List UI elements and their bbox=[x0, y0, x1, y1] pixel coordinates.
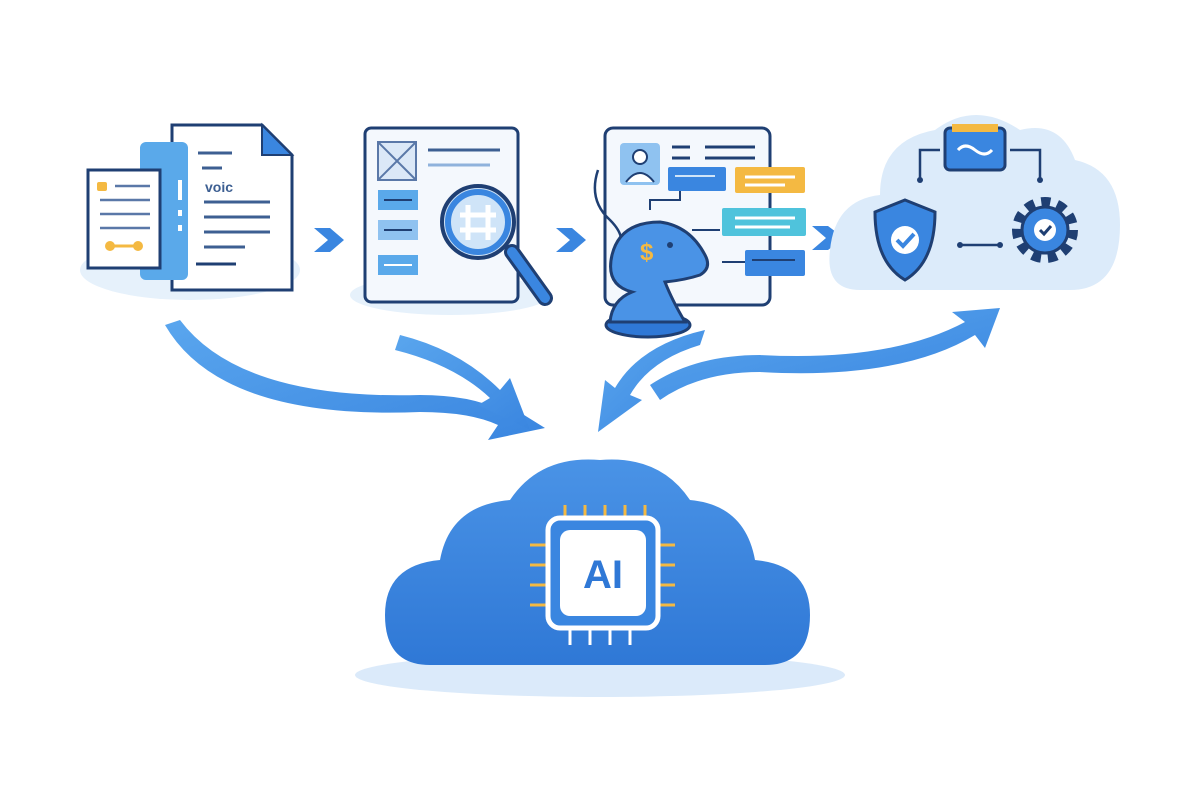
chess-knight-icon: $ bbox=[604, 220, 710, 339]
ai-label: AI bbox=[583, 553, 623, 597]
documents-icon: voic bbox=[80, 122, 300, 300]
ai-chip-icon: AI bbox=[530, 505, 675, 645]
invoice-text: voic bbox=[205, 179, 233, 195]
shield-check-icon bbox=[873, 198, 1003, 282]
svg-text:$: $ bbox=[640, 239, 654, 266]
gear-icon bbox=[1012, 197, 1078, 263]
chevron-right-icon bbox=[556, 228, 586, 252]
magnifier-icon bbox=[350, 126, 553, 315]
chevron-right-icon bbox=[314, 228, 344, 252]
curved-arrow-icon bbox=[165, 308, 1000, 440]
wallet-icon bbox=[917, 124, 1043, 183]
